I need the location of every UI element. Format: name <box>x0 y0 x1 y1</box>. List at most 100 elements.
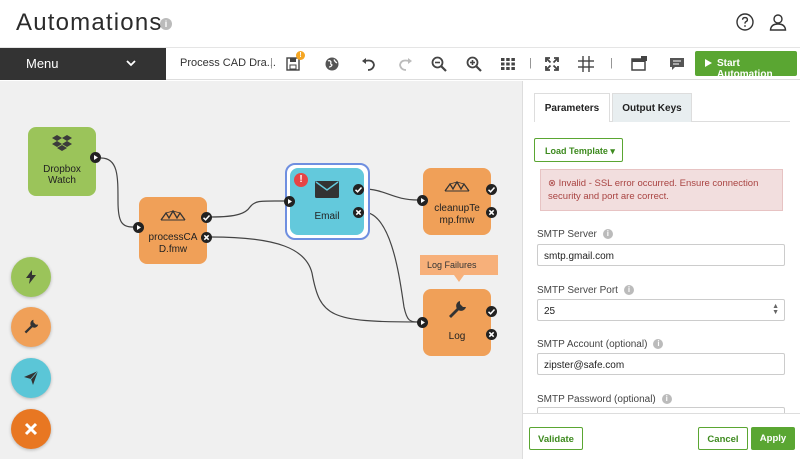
start-automation-button[interactable]: Start Automation <box>695 51 797 80</box>
info-icon[interactable]: i <box>160 18 172 30</box>
failure-port-email[interactable] <box>353 207 364 218</box>
fit-screen-icon[interactable] <box>543 55 561 73</box>
smtp-server-field[interactable]: smtp.gmail.com <box>537 244 785 266</box>
play-icon <box>288 199 292 204</box>
tab-label: Parameters <box>544 103 600 114</box>
node-label: mp.fmw <box>439 215 475 226</box>
load-template-label: Load Template ▾ <box>545 146 615 156</box>
log-node[interactable]: Log <box>423 289 491 356</box>
grid-icon[interactable] <box>499 55 517 73</box>
info-icon[interactable]: i <box>653 339 664 350</box>
failure-port-process[interactable] <box>201 232 212 243</box>
dropbox-watch-node[interactable]: Dropbox Watch <box>28 127 96 196</box>
connector-dropbox-to-process <box>100 157 135 228</box>
zoom-in-icon[interactable] <box>465 55 483 73</box>
error-alert-text: ⊗ Invalid - SSL error occurred. Ensure c… <box>548 178 759 202</box>
comment-icon[interactable] <box>668 55 686 73</box>
check-icon <box>202 214 211 221</box>
load-template-button[interactable]: Load Template ▾ <box>534 138 623 162</box>
info-icon[interactable]: i <box>602 229 613 240</box>
cleanup-temp-node[interactable]: cleanupTe mp.fmw <box>423 168 491 235</box>
redo-icon[interactable] <box>396 55 414 73</box>
lightning-icon <box>26 270 36 284</box>
success-port-process[interactable] <box>201 212 212 223</box>
page-title: Automations <box>16 9 163 36</box>
input-port-cleanup[interactable] <box>417 195 428 206</box>
chevron-down-icon <box>126 60 136 67</box>
info-icon[interactable]: i <box>661 394 672 405</box>
node-label: processCA <box>148 232 198 243</box>
play-icon <box>137 225 141 230</box>
connector-email-to-log <box>362 211 419 323</box>
node-label: Email <box>314 211 340 222</box>
input-port-email[interactable] <box>284 196 295 207</box>
close-icon <box>203 234 210 241</box>
export-icon[interactable] <box>630 55 648 73</box>
close-icon <box>488 209 495 216</box>
app-header: Automations i <box>0 0 800 48</box>
add-trigger-button[interactable] <box>11 257 51 297</box>
check-icon <box>487 186 496 193</box>
failure-port-log[interactable] <box>486 329 497 340</box>
menu-dropdown[interactable]: Menu <box>0 48 166 80</box>
fme-workspace-icon <box>444 181 470 192</box>
process-cad-node[interactable]: processCA D.fmw <box>139 197 207 264</box>
envelope-icon <box>315 181 339 198</box>
close-icon <box>355 209 362 216</box>
snap-grid-icon[interactable] <box>577 55 595 73</box>
success-port-cleanup[interactable] <box>486 184 497 195</box>
node-label: cleanupTe <box>434 203 480 214</box>
node-label: Watch <box>48 175 76 186</box>
help-circle-icon[interactable] <box>735 12 755 32</box>
output-port-dropbox[interactable] <box>90 152 101 163</box>
input-port-process[interactable] <box>133 222 144 233</box>
check-icon <box>354 186 363 193</box>
node-label: D.fmw <box>158 244 188 255</box>
separator: | <box>610 57 613 69</box>
input-port-log[interactable] <box>417 317 428 328</box>
validate-button[interactable]: Validate <box>529 427 583 450</box>
undo-icon[interactable] <box>360 55 378 73</box>
smtp-port-field[interactable]: 25▲▼ <box>537 299 785 321</box>
play-icon <box>421 198 425 203</box>
save-icon[interactable] <box>285 55 303 73</box>
apply-button[interactable]: Apply <box>751 427 795 450</box>
toolbar: Menu Process CAD Dra... | ! <box>0 48 800 80</box>
add-external-action-button[interactable] <box>11 358 51 398</box>
tab-parameters[interactable]: Parameters <box>534 93 610 122</box>
close-icon <box>488 331 495 338</box>
stepper-icon[interactable]: ▲▼ <box>772 303 779 316</box>
zoom-out-icon[interactable] <box>430 55 448 73</box>
check-icon <box>487 308 496 315</box>
play-icon <box>421 320 425 325</box>
separator: | <box>529 57 532 69</box>
fme-workspace-icon <box>160 210 186 221</box>
play-icon <box>94 155 98 160</box>
node-label: Log <box>448 331 466 342</box>
failure-port-cleanup[interactable] <box>486 207 497 218</box>
tooltip-pointer <box>454 275 464 282</box>
globe-icon[interactable] <box>323 55 341 73</box>
close-menu-button[interactable] <box>11 409 51 449</box>
smtp-account-field[interactable]: zipster@safe.com <box>537 353 785 375</box>
smtp-account-label: SMTP Account (optional)i <box>537 339 664 350</box>
separator: | <box>270 57 273 69</box>
error-badge-icon: ! <box>294 173 308 187</box>
workflow-canvas[interactable]: Dropbox Watch processCA D.fmw Email ! <box>0 81 522 459</box>
add-action-button[interactable] <box>11 307 51 347</box>
user-icon[interactable] <box>768 12 788 32</box>
wrench-icon <box>449 301 466 318</box>
unsaved-badge: ! <box>296 51 305 60</box>
success-port-log[interactable] <box>486 306 497 317</box>
tab-output-keys[interactable]: Output Keys <box>612 93 692 122</box>
document-name[interactable]: Process CAD Dra... <box>180 57 276 69</box>
info-icon[interactable]: i <box>623 285 634 296</box>
cancel-button[interactable]: Cancel <box>698 427 748 450</box>
success-port-email[interactable] <box>353 184 364 195</box>
close-icon <box>24 422 38 436</box>
start-automation-label: Start Automation <box>717 58 773 80</box>
play-icon <box>705 59 712 67</box>
menu-label: Menu <box>26 56 59 71</box>
